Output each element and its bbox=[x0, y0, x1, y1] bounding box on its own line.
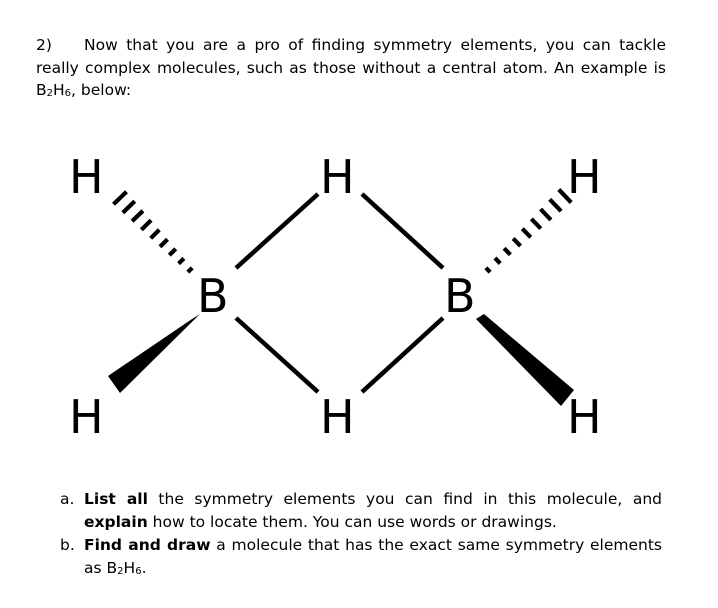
atom-b-right: B bbox=[444, 269, 476, 323]
hash-line bbox=[520, 227, 533, 239]
hash-line bbox=[167, 247, 178, 257]
sub-question-b-formula-b-subscript: 2 bbox=[117, 566, 124, 577]
sub-question-b-formula-b: B bbox=[106, 559, 118, 577]
atom-h-top-right: H bbox=[567, 150, 602, 204]
atom-h-top-center: H bbox=[320, 150, 355, 204]
atom-h-bottom-left: H bbox=[69, 390, 104, 444]
sub-question-b-formula-h-subscript: 6 bbox=[135, 566, 142, 577]
atom-h-top-left: H bbox=[69, 150, 104, 204]
hash-line bbox=[177, 256, 186, 266]
hash-line bbox=[139, 218, 153, 232]
hash-line bbox=[158, 237, 169, 249]
sub-question-a: a. List all the symmetry elements you can… bbox=[60, 488, 662, 534]
question-text-b: , below: bbox=[71, 81, 132, 99]
sub-question-b-formula-h: H bbox=[123, 559, 136, 577]
hash-line bbox=[502, 246, 512, 257]
atom-h-bottom-center: H bbox=[320, 390, 355, 444]
hash-line bbox=[511, 237, 523, 248]
formula-h: H bbox=[53, 81, 65, 99]
hashed-wedge-left bbox=[112, 190, 194, 274]
sub-questions: a. List all the symmetry elements you can… bbox=[60, 488, 662, 583]
sub-question-b-marker: b. bbox=[60, 536, 75, 554]
sub-question-b-bold-1: Find and draw bbox=[84, 536, 211, 554]
hash-line bbox=[186, 266, 194, 274]
hash-line bbox=[130, 209, 145, 223]
hash-line bbox=[529, 217, 543, 231]
atom-h-bottom-right: H bbox=[567, 390, 602, 444]
hash-line bbox=[121, 199, 137, 215]
formula-b-subscript: 2 bbox=[46, 88, 54, 99]
atom-b-left: B bbox=[197, 269, 229, 323]
hash-line bbox=[548, 197, 563, 213]
sub-question-b-text-2: . bbox=[141, 559, 147, 577]
question-text: 2)Now that you are a pro of finding symm… bbox=[36, 34, 666, 106]
sub-question-a-text-1: the symmetry elements you can find in th… bbox=[147, 490, 662, 508]
sub-question-a-bold-2: explain bbox=[84, 513, 148, 531]
hash-line bbox=[557, 188, 573, 204]
solid-wedge-right bbox=[476, 314, 574, 406]
hash-line bbox=[112, 190, 128, 206]
sub-question-a-bold-1: List all bbox=[84, 490, 148, 508]
bond-h-top-center-b-right bbox=[360, 192, 445, 270]
bond-h-bottom-center-b-right bbox=[360, 316, 445, 394]
diborane-structure: H H H B B H H H bbox=[69, 150, 602, 444]
hash-line bbox=[484, 266, 492, 274]
hash-line bbox=[493, 256, 502, 265]
bonds bbox=[234, 192, 445, 394]
sub-question-a-marker: a. bbox=[60, 490, 75, 508]
sub-question-b-text-1: a molecule that has the exact same symme… bbox=[84, 536, 662, 577]
sub-question-b: b. Find and draw a molecule that has the … bbox=[60, 534, 662, 583]
hash-line bbox=[539, 207, 553, 222]
formula-b: B bbox=[36, 81, 47, 99]
question-number: 2) bbox=[36, 36, 52, 54]
sub-question-a-text-2: how to locate them. You can use words or… bbox=[147, 513, 557, 531]
solid-wedge-left bbox=[108, 314, 200, 393]
hash-line bbox=[149, 228, 161, 240]
formula-h-subscript: 6 bbox=[64, 88, 72, 99]
hashed-wedge-right bbox=[484, 188, 573, 274]
question-text-a: Now that you are a pro of finding symmet… bbox=[36, 36, 666, 77]
bond-b-left-h-bottom-center bbox=[234, 316, 320, 394]
bond-b-left-h-top-center bbox=[234, 192, 320, 270]
